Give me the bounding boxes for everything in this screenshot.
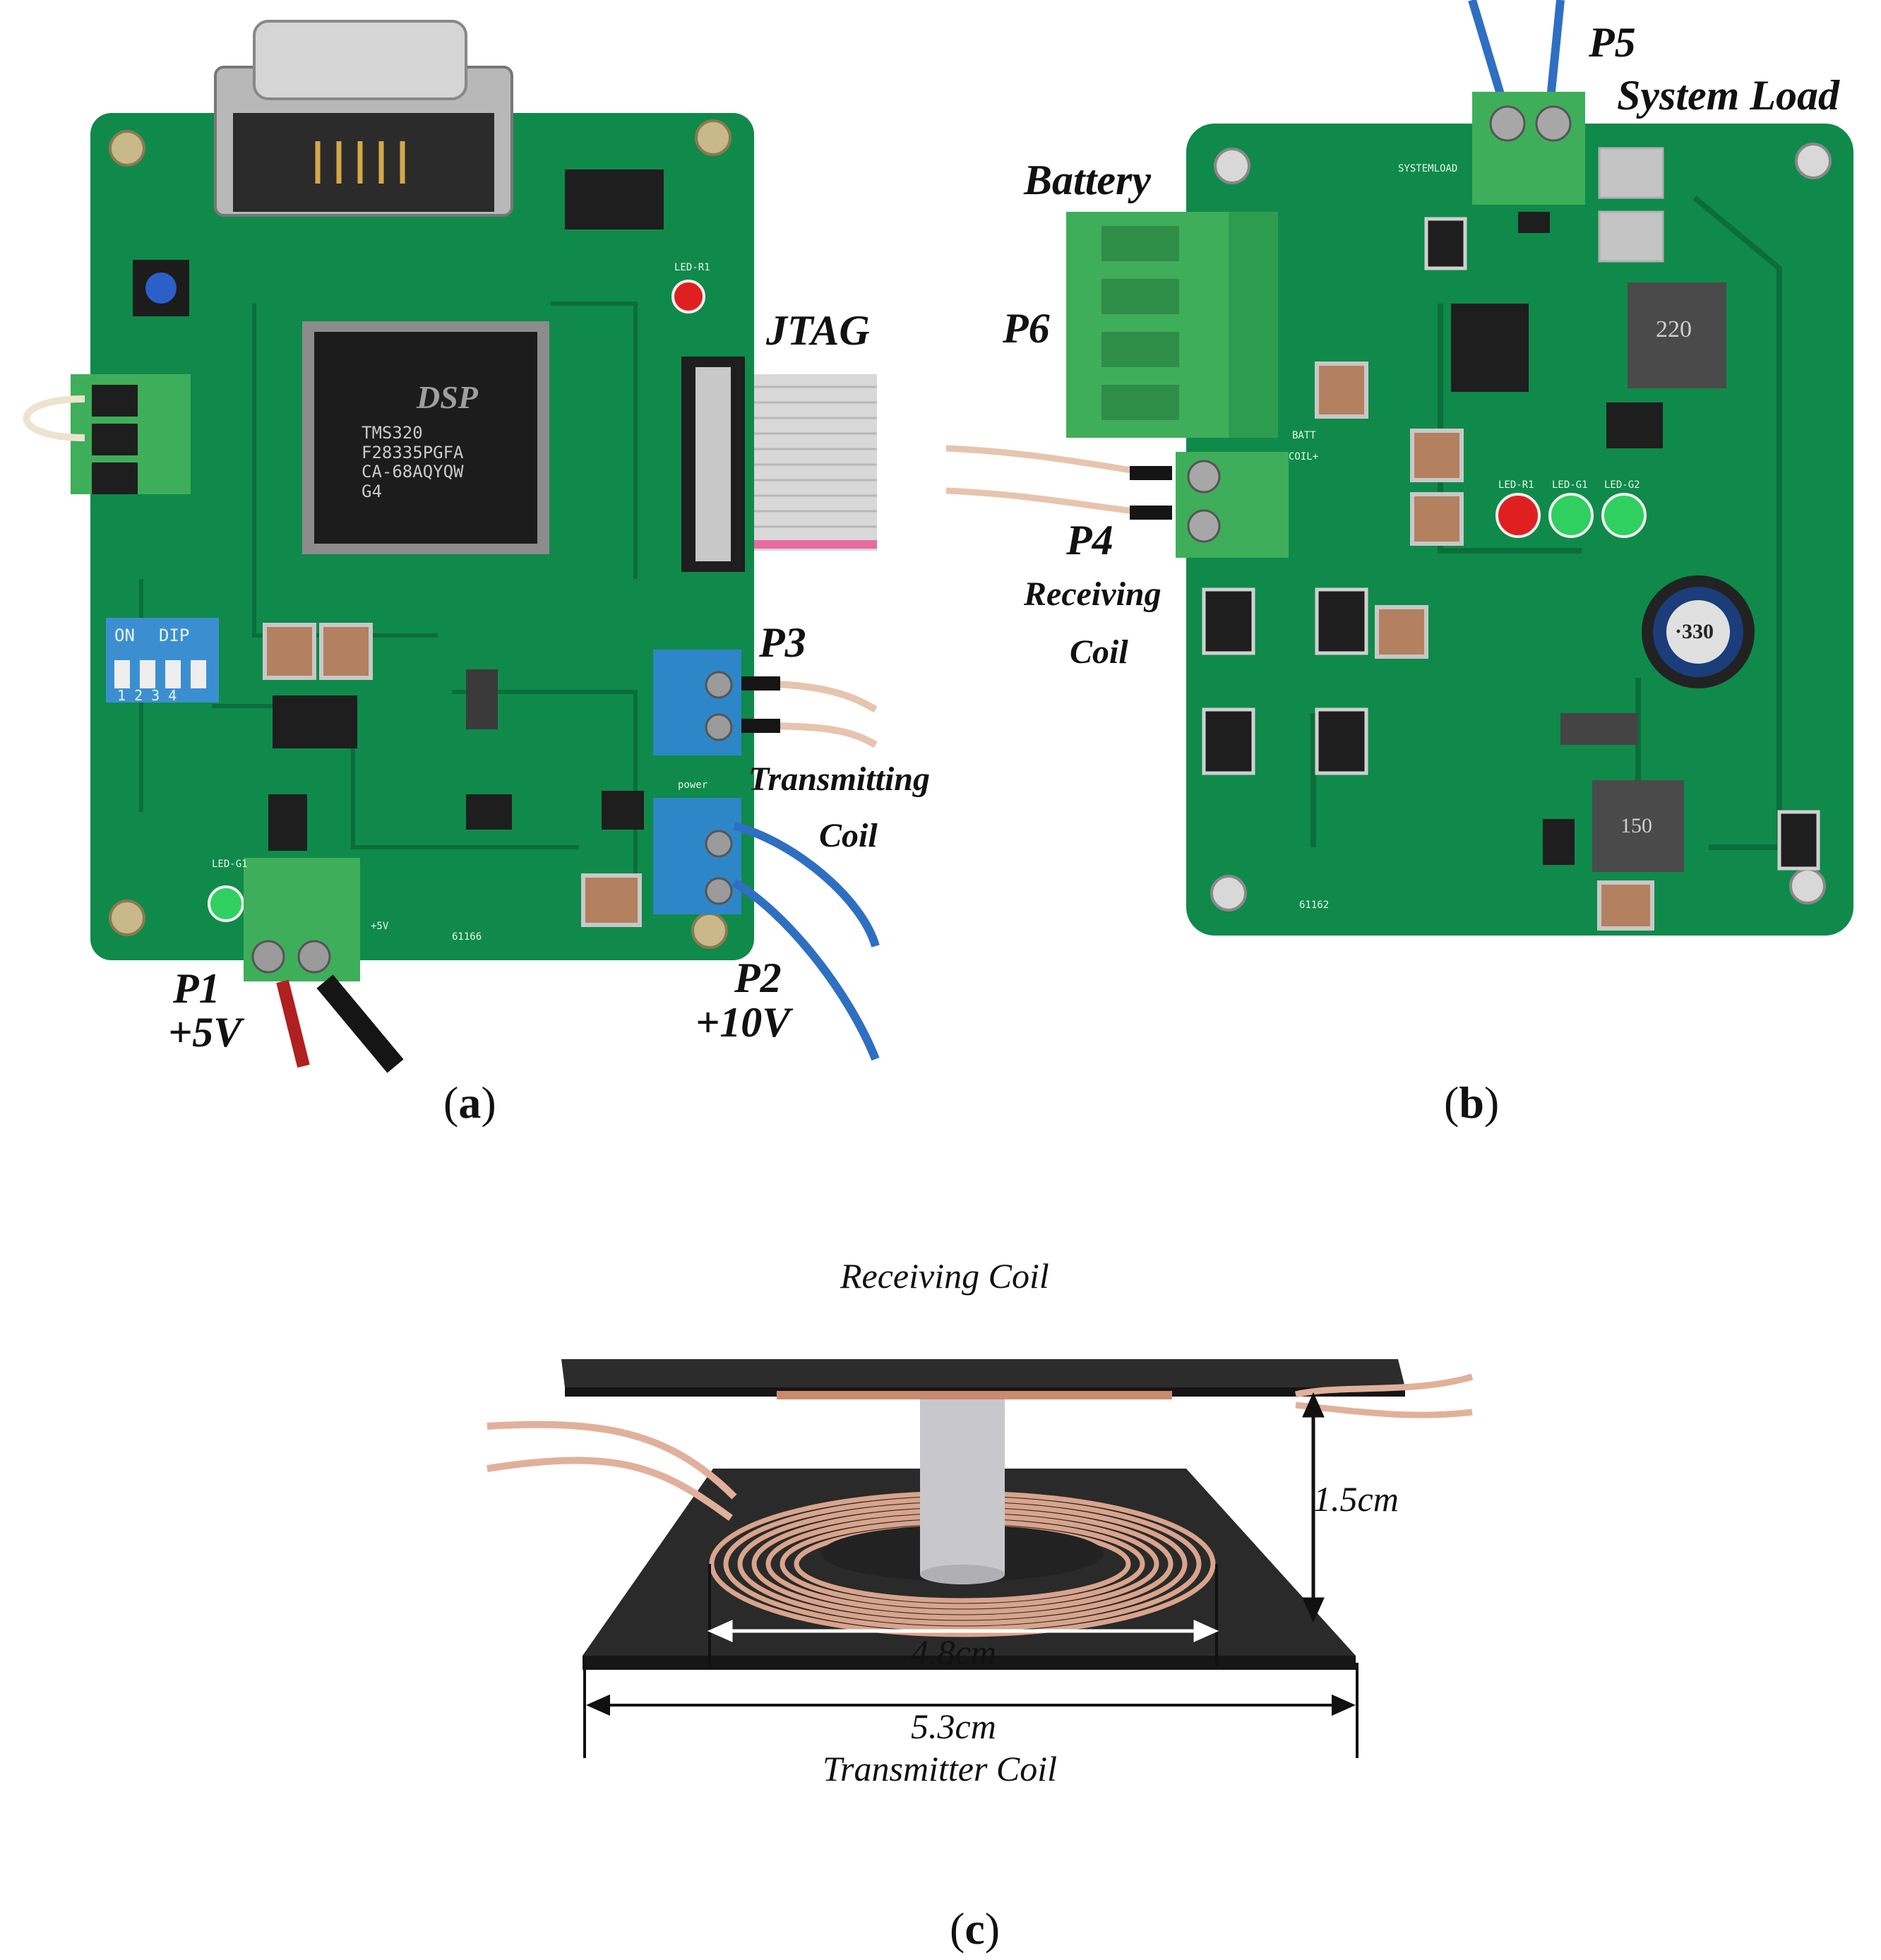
led-g1-silk: LED-G1 [212, 859, 248, 870]
led-g1-silk-b: LED-G1 [1552, 479, 1588, 491]
dip-numbers: 1 2 3 4 [117, 687, 177, 704]
board-number-b: 61162 [1299, 900, 1330, 911]
caption-b-letter: b [1459, 1077, 1484, 1128]
dsp-chip [314, 332, 537, 544]
coil-silk: COIL+ [1289, 451, 1319, 462]
plus5v-silk: +5V [371, 921, 389, 932]
led-r1-silk: LED-R1 [674, 262, 710, 273]
spacer-post [920, 1370, 1005, 1574]
terminal-p3 [653, 650, 741, 755]
label-transmitting: Transmitting [748, 760, 930, 798]
inductor-220-text: 220 [1656, 316, 1692, 342]
label-jtag: JTAG [766, 307, 870, 354]
caption-a-letter: a [458, 1077, 482, 1128]
caption-a: (a) [443, 1077, 496, 1128]
label-p6: P6 [1003, 305, 1050, 352]
label-p1: P1 [173, 965, 220, 1012]
dsp-logo: DSP [417, 379, 478, 415]
power-silk: power [678, 779, 708, 791]
label-p1-volt: +5V [168, 1009, 242, 1056]
led-r1-silk-b: LED-R1 [1498, 479, 1534, 491]
label-coil-width: 4.8cm [911, 1632, 996, 1672]
systemload-silk: SYSTEMLOAD [1398, 163, 1458, 174]
inductor-220 [1628, 282, 1726, 388]
inductor-150 [1592, 780, 1684, 872]
panel-b-board-photo [946, 0, 1853, 936]
panel-a-board-photo [23, 20, 880, 1073]
label-battery: Battery [1024, 157, 1151, 203]
label-height: 1.5cm [1313, 1479, 1399, 1519]
caption-c-letter: c [965, 1904, 985, 1954]
inductor-330-text: ·330 [1675, 620, 1714, 643]
label-receiving: Receiving [1024, 575, 1162, 613]
dip-dip-text: DIP [159, 626, 190, 645]
label-coil-b: Coil [1070, 633, 1128, 671]
terminal-p5 [1472, 92, 1585, 205]
dip-on-text: ON [114, 626, 135, 645]
label-p5: P5 [1589, 19, 1636, 66]
panel-b: 220 ·330 150 61162 SYSTEMLOAD COIL+ BATT… [946, 0, 1881, 1125]
label-p4: P4 [1066, 517, 1113, 563]
panel-a: TMS320 F28335PGFA CA-68AQYQW G4 DSP ON D… [0, 0, 939, 1125]
batt-silk: BATT [1292, 430, 1316, 441]
led-g2-silk-b: LED-G2 [1604, 479, 1640, 491]
receiving-plate [561, 1359, 1405, 1387]
label-p2: P2 [734, 955, 782, 1001]
panel-c-coil-photo [486, 1359, 1474, 1758]
label-system-load: System Load [1617, 72, 1839, 119]
label-p3: P3 [759, 619, 806, 666]
board-number-a: 61166 [452, 931, 482, 943]
label-coil-a: Coil [819, 817, 878, 854]
label-board-width: 5.3cm [911, 1707, 996, 1746]
dsp-chip-text: TMS320 F28335PGFA CA-68AQYQW G4 [362, 423, 464, 501]
label-receiving-coil: Receiving Coil [840, 1256, 1049, 1296]
inductor-150-text: 150 [1620, 814, 1652, 837]
panel-c: Receiving Coil 1.5cm 4.8cm 5.3cm Transmi… [0, 1200, 1881, 1960]
caption-b: (b) [1444, 1077, 1500, 1128]
label-p2-volt: +10V [695, 999, 791, 1046]
label-transmitter-coil: Transmitter Coil [823, 1749, 1058, 1788]
caption-c: (c) [950, 1904, 1001, 1954]
